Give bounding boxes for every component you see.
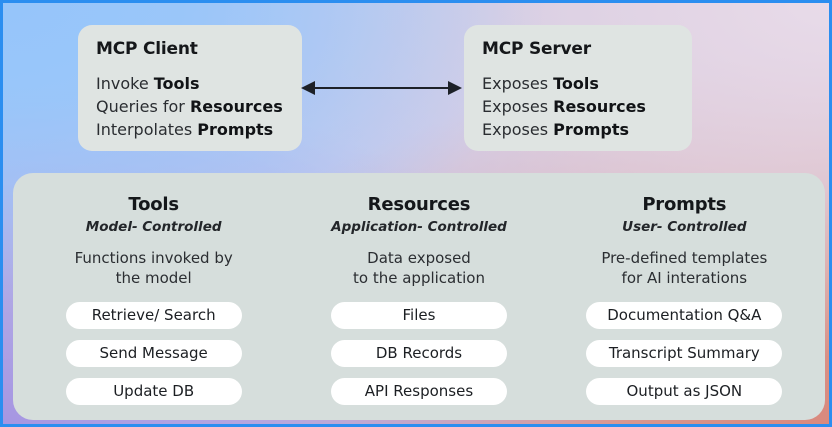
mcp-server-box: MCP Server Exposes Tools Exposes Resourc… xyxy=(464,25,692,151)
tools-pill-3[interactable]: Update DB xyxy=(65,377,242,405)
mcp-server-line-2: Exposes Resources xyxy=(482,96,674,119)
resources-pill-3[interactable]: API Responses xyxy=(330,377,507,405)
mcp-server-line-1: Exposes Tools xyxy=(482,73,674,96)
column-resources-description: Data exposed to the application xyxy=(353,248,485,287)
column-tools-description: Functions invoked by the model xyxy=(74,248,233,287)
mcp-server-line-1-strong: Tools xyxy=(553,74,599,93)
column-tools: Tools Model- Controlled Functions invoke… xyxy=(21,195,286,406)
prompts-pill-1[interactable]: Documentation Q&A xyxy=(586,301,783,329)
mcp-client-line-1: Invoke Tools xyxy=(96,73,284,96)
mcp-client-line-3: Interpolates Prompts xyxy=(96,119,284,142)
column-resources-pill-list: Files DB Records API Responses xyxy=(286,301,551,405)
mcp-server-line-2-prefix: Exposes xyxy=(482,96,554,116)
tools-pill-2[interactable]: Send Message xyxy=(65,339,242,367)
mcp-client-line-3-prefix: Interpolates xyxy=(96,119,198,139)
column-prompts-title: Prompts xyxy=(642,194,727,215)
mcp-client-line-2-prefix: Queries for xyxy=(96,96,190,116)
mcp-client-line-2-strong: Resources xyxy=(189,96,283,116)
mcp-client-line-1-prefix: Invoke xyxy=(96,74,154,93)
column-prompts: Prompts User- Controlled Pre-defined tem… xyxy=(552,195,817,406)
column-resources-title: Resources xyxy=(367,194,471,215)
prompts-pill-3[interactable]: Output as JSON xyxy=(586,377,783,405)
column-resources-subtitle: Application- Controlled xyxy=(331,218,507,235)
bidirectional-arrow-icon xyxy=(298,80,465,96)
mcp-server-line-3-strong: Prompts xyxy=(553,119,630,139)
mcp-client-line-2: Queries for Resources xyxy=(96,96,284,119)
column-resources: Resources Application- Controlled Data e… xyxy=(286,195,551,406)
mcp-server-line-3-prefix: Exposes xyxy=(482,119,554,139)
column-tools-subtitle: Model- Controlled xyxy=(85,218,222,235)
resources-pill-1[interactable]: Files xyxy=(330,301,507,329)
mcp-client-line-3-strong: Prompts xyxy=(197,119,274,139)
prompts-pill-2[interactable]: Transcript Summary xyxy=(586,339,783,367)
mcp-server-line-3: Exposes Prompts xyxy=(482,119,674,142)
column-prompts-subtitle: User- Controlled xyxy=(622,218,747,235)
mcp-server-line-1-prefix: Exposes xyxy=(482,74,554,93)
resources-pill-2[interactable]: DB Records xyxy=(330,339,507,367)
column-tools-title: Tools xyxy=(128,194,179,215)
tools-pill-1[interactable]: Retrieve/ Search xyxy=(65,301,242,329)
column-prompts-pill-list: Documentation Q&A Transcript Summary Out… xyxy=(552,301,817,405)
mcp-client-title: MCP Client xyxy=(96,39,198,59)
mcp-client-line-1-strong: Tools xyxy=(153,74,200,93)
capabilities-panel: Tools Model- Controlled Functions invoke… xyxy=(13,173,825,420)
mcp-client-box: MCP Client Invoke Tools Queries for Reso… xyxy=(78,25,302,151)
mcp-server-line-2-strong: Resources xyxy=(553,96,646,116)
mcp-server-title: MCP Server xyxy=(482,39,591,59)
column-tools-pill-list: Retrieve/ Search Send Message Update DB xyxy=(21,301,286,405)
column-prompts-description: Pre-defined templates for AI interations xyxy=(601,248,768,287)
